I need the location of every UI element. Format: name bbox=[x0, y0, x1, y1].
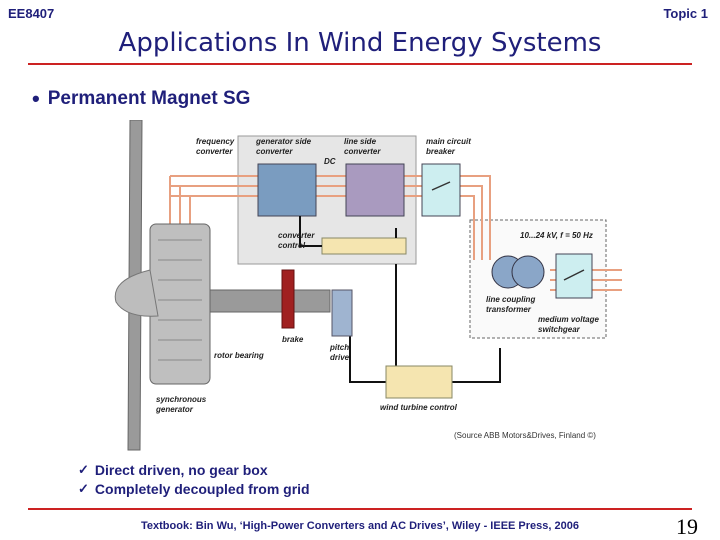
label-line-side-converter-2: converter bbox=[344, 147, 381, 156]
label-pitch-drive-1: pitch bbox=[329, 343, 349, 352]
generator-windings bbox=[158, 239, 202, 361]
bullet-icon: • bbox=[32, 86, 40, 111]
label-pitch-drive-2: drive bbox=[330, 353, 350, 362]
check-icon: ✓ bbox=[78, 480, 89, 496]
label-frequency-converter-2: converter bbox=[196, 147, 233, 156]
bullet-item: • Permanent Magnet SG bbox=[32, 86, 250, 112]
pmsg-wind-system-diagram: frequency converter generator side conve… bbox=[114, 120, 622, 451]
label-medium-voltage-switchgear-1: medium voltage bbox=[538, 315, 599, 324]
rotor-hub-icon bbox=[114, 269, 159, 317]
switchgear-block bbox=[555, 253, 593, 299]
label-brake: brake bbox=[282, 335, 304, 344]
label-generator-side-converter-2: converter bbox=[256, 147, 293, 156]
control-lines bbox=[299, 216, 501, 383]
check-text: Completely decoupled from grid bbox=[94, 480, 310, 497]
page-number: 19 bbox=[676, 514, 698, 539]
label-line-coupling-transformer-2: transformer bbox=[486, 305, 532, 314]
bullet-text: Permanent Magnet SG bbox=[47, 88, 251, 109]
check-list: ✓ Direct driven, no gear box ✓ Completely … bbox=[78, 460, 310, 498]
switchgear-switch-icon bbox=[563, 269, 585, 281]
check-text: Direct driven, no gear box bbox=[94, 461, 268, 478]
pitch-drive-block bbox=[331, 289, 353, 337]
topic-label: Topic 1 bbox=[663, 6, 708, 21]
footer-citation: Textbook: Bin Wu, ‘High-Power Converters… bbox=[141, 520, 579, 532]
line-side-converter-block bbox=[345, 163, 405, 217]
label-synchronous-generator-1: synchronous bbox=[156, 395, 207, 404]
label-converter-control-1: converter bbox=[278, 231, 315, 240]
footer-rule bbox=[28, 508, 692, 510]
label-line-coupling-transformer-1: line coupling bbox=[486, 295, 535, 304]
check-item: ✓ Completely decoupled from grid bbox=[78, 479, 310, 498]
label-wind-turbine-control: wind turbine control bbox=[380, 403, 458, 412]
slide-title: Applications In Wind Energy Systems bbox=[118, 28, 602, 58]
label-rotor-bearing: rotor bearing bbox=[214, 351, 264, 360]
label-dc: DC bbox=[324, 157, 336, 166]
label-main-circuit-breaker-2: breaker bbox=[426, 147, 456, 156]
source-credit: (Source ABB Motors&Drives, Finland ©) bbox=[454, 431, 596, 440]
main-circuit-breaker-block bbox=[421, 163, 461, 217]
brake-disc bbox=[281, 269, 295, 329]
main-shaft bbox=[209, 289, 331, 313]
transformer-coil-right bbox=[511, 255, 545, 289]
label-line-side-converter-1: line side bbox=[344, 137, 377, 146]
label-frequency-converter-1: frequency bbox=[196, 137, 235, 146]
check-item: ✓ Direct driven, no gear box bbox=[78, 460, 310, 479]
check-icon: ✓ bbox=[78, 461, 89, 477]
label-medium-voltage-switchgear-2: switchgear bbox=[538, 325, 581, 334]
wind-turbine-control-block bbox=[385, 365, 453, 399]
label-main-circuit-breaker-1: main circuit bbox=[426, 137, 471, 146]
title-rule bbox=[28, 63, 692, 65]
label-voltage-rating: 10...24 kV, f = 50 Hz bbox=[520, 231, 593, 240]
generator-side-converter-block bbox=[257, 163, 317, 217]
label-generator-side-converter-1: generator side bbox=[255, 137, 312, 146]
label-converter-control-2: control bbox=[278, 241, 306, 250]
label-synchronous-generator-2: generator bbox=[155, 405, 194, 414]
course-code: EE8407 bbox=[8, 6, 55, 21]
converter-control-block bbox=[321, 237, 407, 255]
breaker-switch-icon bbox=[431, 181, 451, 191]
